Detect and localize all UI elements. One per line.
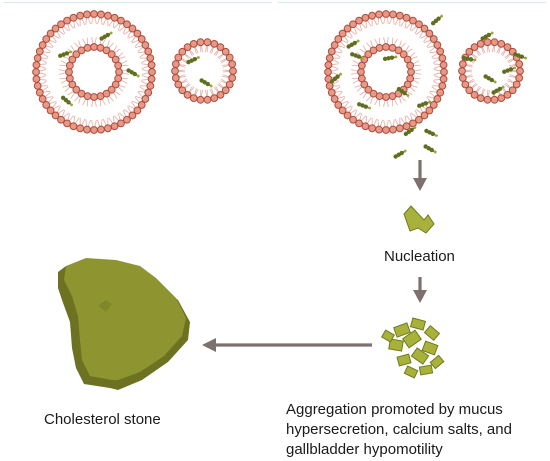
cholesterol-molecule-icon: [424, 128, 438, 137]
cholesterol-molecule-icon: [126, 68, 140, 78]
cholesterol-molecule-icon: [513, 52, 528, 60]
large-vesicle-left: [32, 10, 156, 134]
cholesterol-molecule-icon: [382, 55, 398, 62]
cholesterol-molecule-icon: [99, 31, 113, 41]
cholesterol-molecule-icon: [417, 100, 432, 108]
cholesterol-molecule-icon: [491, 85, 505, 95]
large-vesicle-right: [324, 10, 448, 134]
cholesterol-crystal-icon: [403, 205, 435, 234]
cholesterol-molecule-icon: [329, 72, 342, 84]
cholesterol-molecule-icon: [393, 149, 407, 159]
cholesterol-molecule-icon: [58, 50, 73, 58]
crystal-aggregate-icon: [380, 317, 445, 379]
cholesterol-molecule-icon: [403, 126, 417, 137]
cholesterol-molecule-icon: [483, 74, 497, 84]
cholesterol-stone-label: Cholesterol stone: [44, 411, 161, 428]
small-micelle-right: [458, 38, 524, 104]
cholesterol-molecules-layer: [58, 14, 528, 159]
cholesterol-molecule-icon: [480, 31, 494, 41]
cholesterol-molecule-icon: [357, 102, 372, 110]
aggregation-label: Aggregation promoted by mucus hypersecre…: [286, 401, 512, 458]
small-micelle-left: [171, 38, 237, 104]
cholesterol-molecule-icon: [346, 39, 360, 49]
left-arrow-to-stone: [202, 338, 372, 352]
cholesterol-molecule-icon: [423, 144, 437, 154]
cholesterol-stone-icon: [58, 258, 190, 390]
down-arrow-to-nucleation: [413, 160, 427, 191]
top-guide-line-right: [278, 2, 546, 3]
cholesterol-molecule-icon: [186, 56, 200, 65]
cholesterol-molecule-icon: [461, 55, 477, 62]
nucleation-label: Nucleation: [384, 248, 455, 265]
cholesterol-molecule-icon: [350, 52, 365, 60]
cholesterol-molecule-icon: [199, 78, 213, 88]
cholesterol-molecule-icon: [60, 95, 73, 107]
top-guide-line-left: [4, 2, 272, 3]
cholesterol-molecule-icon: [430, 14, 443, 26]
cholesterol-molecule-icon: [396, 86, 410, 97]
vesicles-layer: [32, 10, 524, 134]
cholesterol-molecule-icon: [502, 66, 517, 74]
down-arrow-to-aggregation: [413, 277, 427, 303]
